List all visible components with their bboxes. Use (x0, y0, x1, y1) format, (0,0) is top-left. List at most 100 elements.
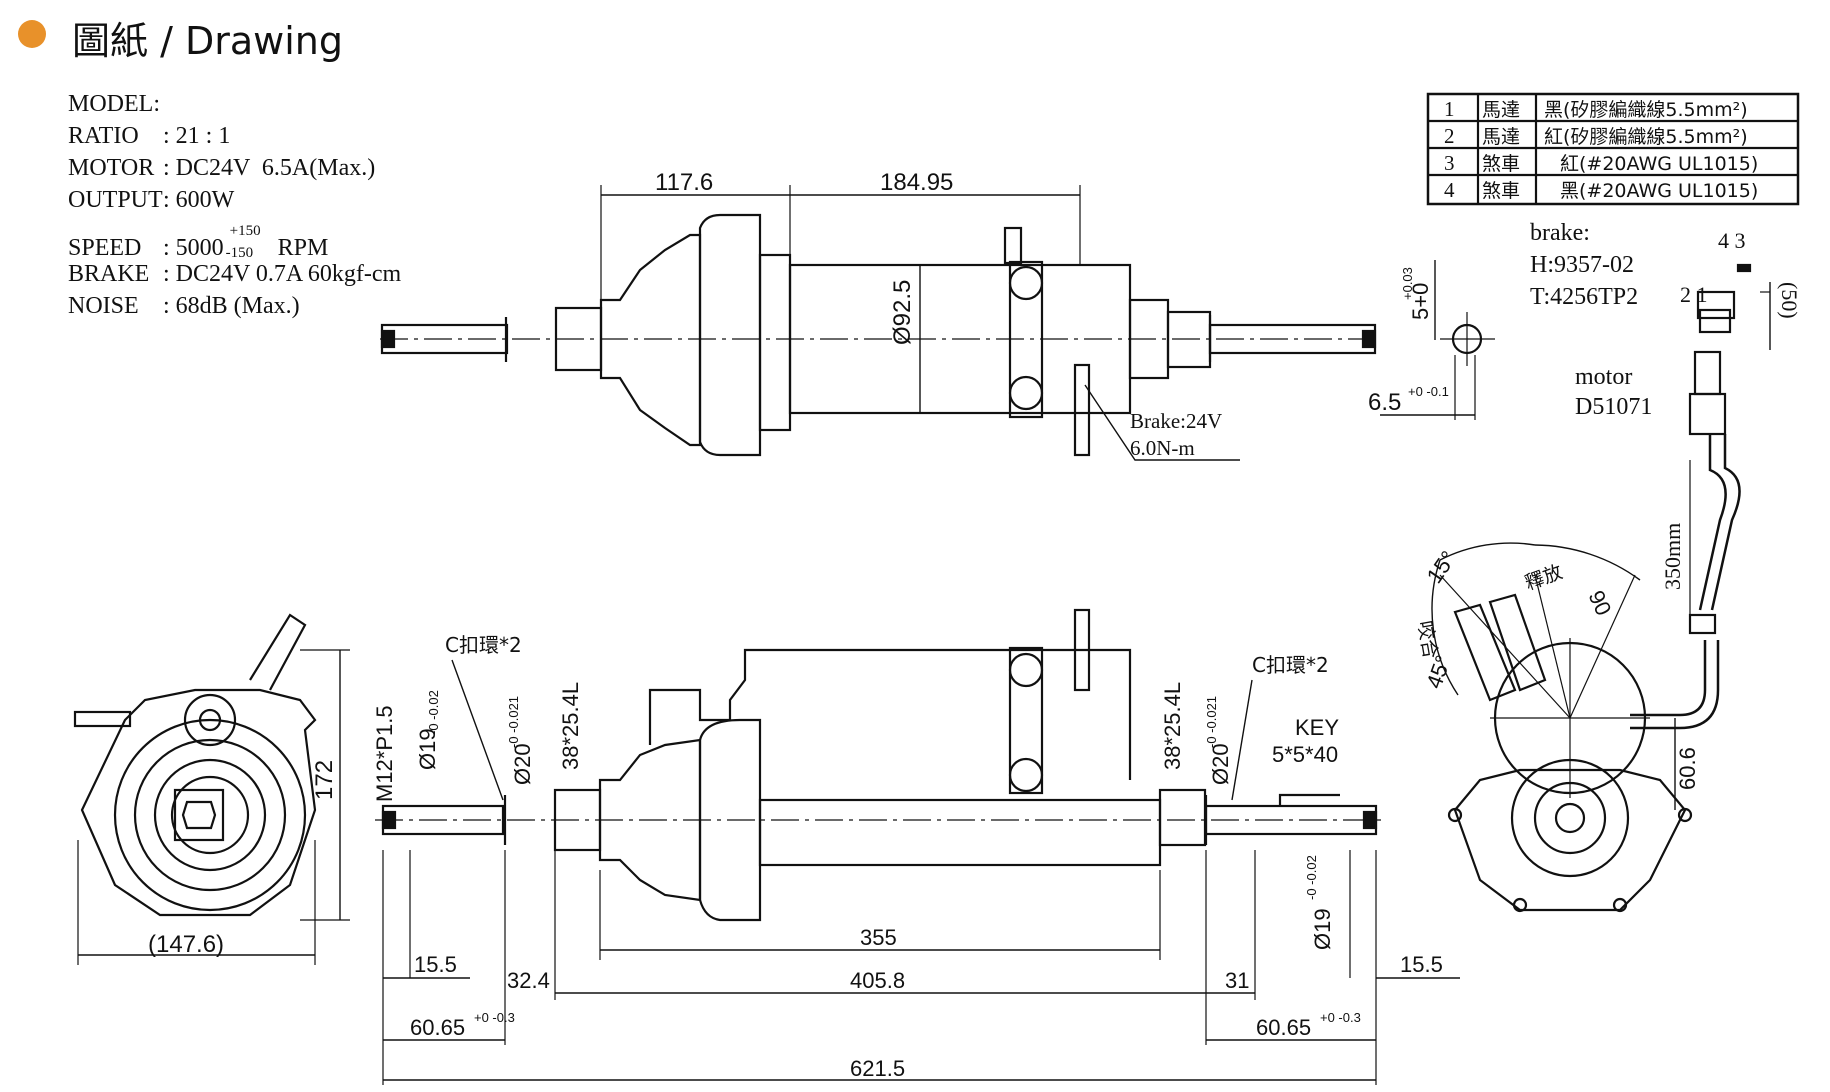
header-bullet-dot (18, 20, 46, 48)
release-label: 釋放 (1522, 561, 1565, 595)
thread-m12: M12*P1.5 (372, 705, 397, 802)
brake-connector (1696, 290, 1736, 320)
spec-speed-key: SPEED (68, 235, 142, 261)
wire-desc-2: 紅(矽膠編織線5.5mm²) (1544, 126, 1748, 148)
side-view (73, 613, 350, 965)
cable (1630, 640, 1707, 717)
spec-speed-tol-plus: +150 (229, 223, 261, 239)
side-width: (147.6) (148, 931, 224, 958)
dim-60-65-right-tol: +0 -0.3 (1320, 1010, 1361, 1025)
wire-desc-3: 紅(#20AWG UL1015) (1560, 153, 1758, 175)
dim-31: 31 (1225, 968, 1249, 993)
shaft-end (380, 329, 396, 349)
side-boss-hole (198, 708, 222, 732)
brake-note-torque: 6.0N-m (1130, 436, 1195, 460)
cable (1630, 640, 1720, 730)
brake-note-voltage: Brake:24V (1130, 409, 1222, 433)
mount-hole (1677, 807, 1693, 823)
spec-motor-key: MOTOR (68, 155, 155, 181)
spec-noise: NOISE : 68dB (Max.) (68, 294, 300, 318)
gearbox-collar (758, 253, 792, 432)
gearbox-cone (599, 233, 702, 447)
dim-60-65-left-tol: +0 -0.3 (474, 1010, 515, 1025)
dim-15-5-right: 15.5 (1400, 952, 1443, 977)
side-height: 172 (311, 760, 338, 800)
brake-screw (1008, 652, 1044, 688)
brake-screw (1008, 757, 1044, 793)
dim-60-65-left: 60.65 (410, 1015, 465, 1040)
mount-hole (1447, 807, 1463, 823)
dim-15-5-left: 15.5 (414, 952, 457, 977)
brake-housing-code: H:9357-02 (1530, 252, 1634, 278)
mount-hole (1512, 897, 1528, 913)
wire-part-4: 煞車 (1482, 180, 1520, 202)
dia-20-left-tol: -0 -0.021 (506, 696, 521, 748)
connector-dim-50: (50) (1777, 282, 1802, 319)
pin-numbers-top: 4 3 (1718, 228, 1746, 253)
cable (1710, 434, 1741, 611)
rear-bearing (1158, 788, 1207, 847)
wire-table (1426, 92, 1800, 206)
dim-355: 355 (860, 925, 897, 950)
brake-lever (1073, 363, 1091, 457)
brake-housing (1008, 646, 1044, 795)
gearbox-outline (648, 648, 1132, 780)
wire-stub (1003, 226, 1023, 265)
finned-housing (758, 798, 1162, 867)
spec-motor: MOTOR : DC24V 6.5A(Max.) (68, 156, 375, 180)
cable-length: 350mm (1660, 523, 1685, 590)
brake-connector-body (1698, 308, 1732, 334)
angle-90: 90 (1583, 587, 1616, 620)
key-label: KEY (1295, 715, 1339, 740)
wire-no-2: 2 (1444, 124, 1455, 148)
leader-line (1084, 384, 1240, 461)
wire-no-1: 1 (1444, 97, 1455, 121)
brake-lever (1073, 608, 1091, 692)
spec-brake: BRAKE: DC24V 0.7A 60kgf-cm (68, 262, 401, 286)
dia-19-right: Ø19 (1310, 908, 1335, 950)
dim-405-8: 405.8 (850, 968, 905, 993)
dia-19-right-tol: -0 -0.02 (1304, 855, 1319, 900)
engage-label: 咬合 (1413, 619, 1441, 660)
motor-connector-label: motor (1575, 364, 1632, 390)
spec-ratio: RATIO: 21 : 1 (68, 124, 230, 148)
angle-arc (1534, 544, 1641, 581)
spec-noise-key: NOISE (68, 293, 139, 319)
key-dim-5: 5+0 (1408, 283, 1433, 320)
spec-output: OUTPUT: 600W (68, 188, 234, 212)
gearbox-flange (698, 213, 762, 457)
dia-20-right-tol: -0 -0.021 (1204, 696, 1219, 748)
motor-connector-code: D51071 (1575, 394, 1652, 420)
angle-arc (1439, 542, 1536, 561)
lever-engage (1453, 603, 1517, 702)
side-wire (73, 710, 132, 728)
spec-motor-value: : DC24V 6.5A(Max.) (163, 155, 376, 181)
spec-output-value: : 600W (163, 187, 235, 213)
side-lever (249, 613, 307, 691)
dim-621-5: 621.5 (850, 1056, 905, 1081)
spec-ratio-key: RATIO (68, 123, 139, 149)
brake-housing (1008, 260, 1044, 419)
side-hex-nut (181, 800, 217, 830)
brake-screw (1008, 375, 1044, 411)
cable (1698, 434, 1727, 611)
motor-connector (1693, 350, 1722, 396)
spec-noise-value: : 68dB (Max.) (163, 293, 300, 319)
c-ring-right: C扣環*2 (1252, 653, 1329, 677)
spec-brake-value: : DC24V 0.7A 60kgf-cm (163, 261, 402, 287)
side-housing (80, 688, 317, 917)
dia-92-5: Ø92.5 (889, 280, 916, 345)
dim-60-6: 60.6 (1675, 747, 1700, 790)
brake-pins (1736, 263, 1752, 273)
angle-ray (1534, 574, 1571, 719)
top-view (380, 185, 1380, 461)
wire-part-2: 馬達 (1482, 126, 1520, 148)
connector-assembly (1630, 263, 1771, 730)
keyway (1278, 793, 1340, 806)
lever-release (1488, 593, 1547, 692)
key-dim-5-tol: +0.03 (1400, 267, 1415, 300)
spec-speed-value: : 5000 (163, 235, 224, 261)
leader-line (1231, 679, 1253, 801)
shaft-end (1362, 810, 1378, 830)
